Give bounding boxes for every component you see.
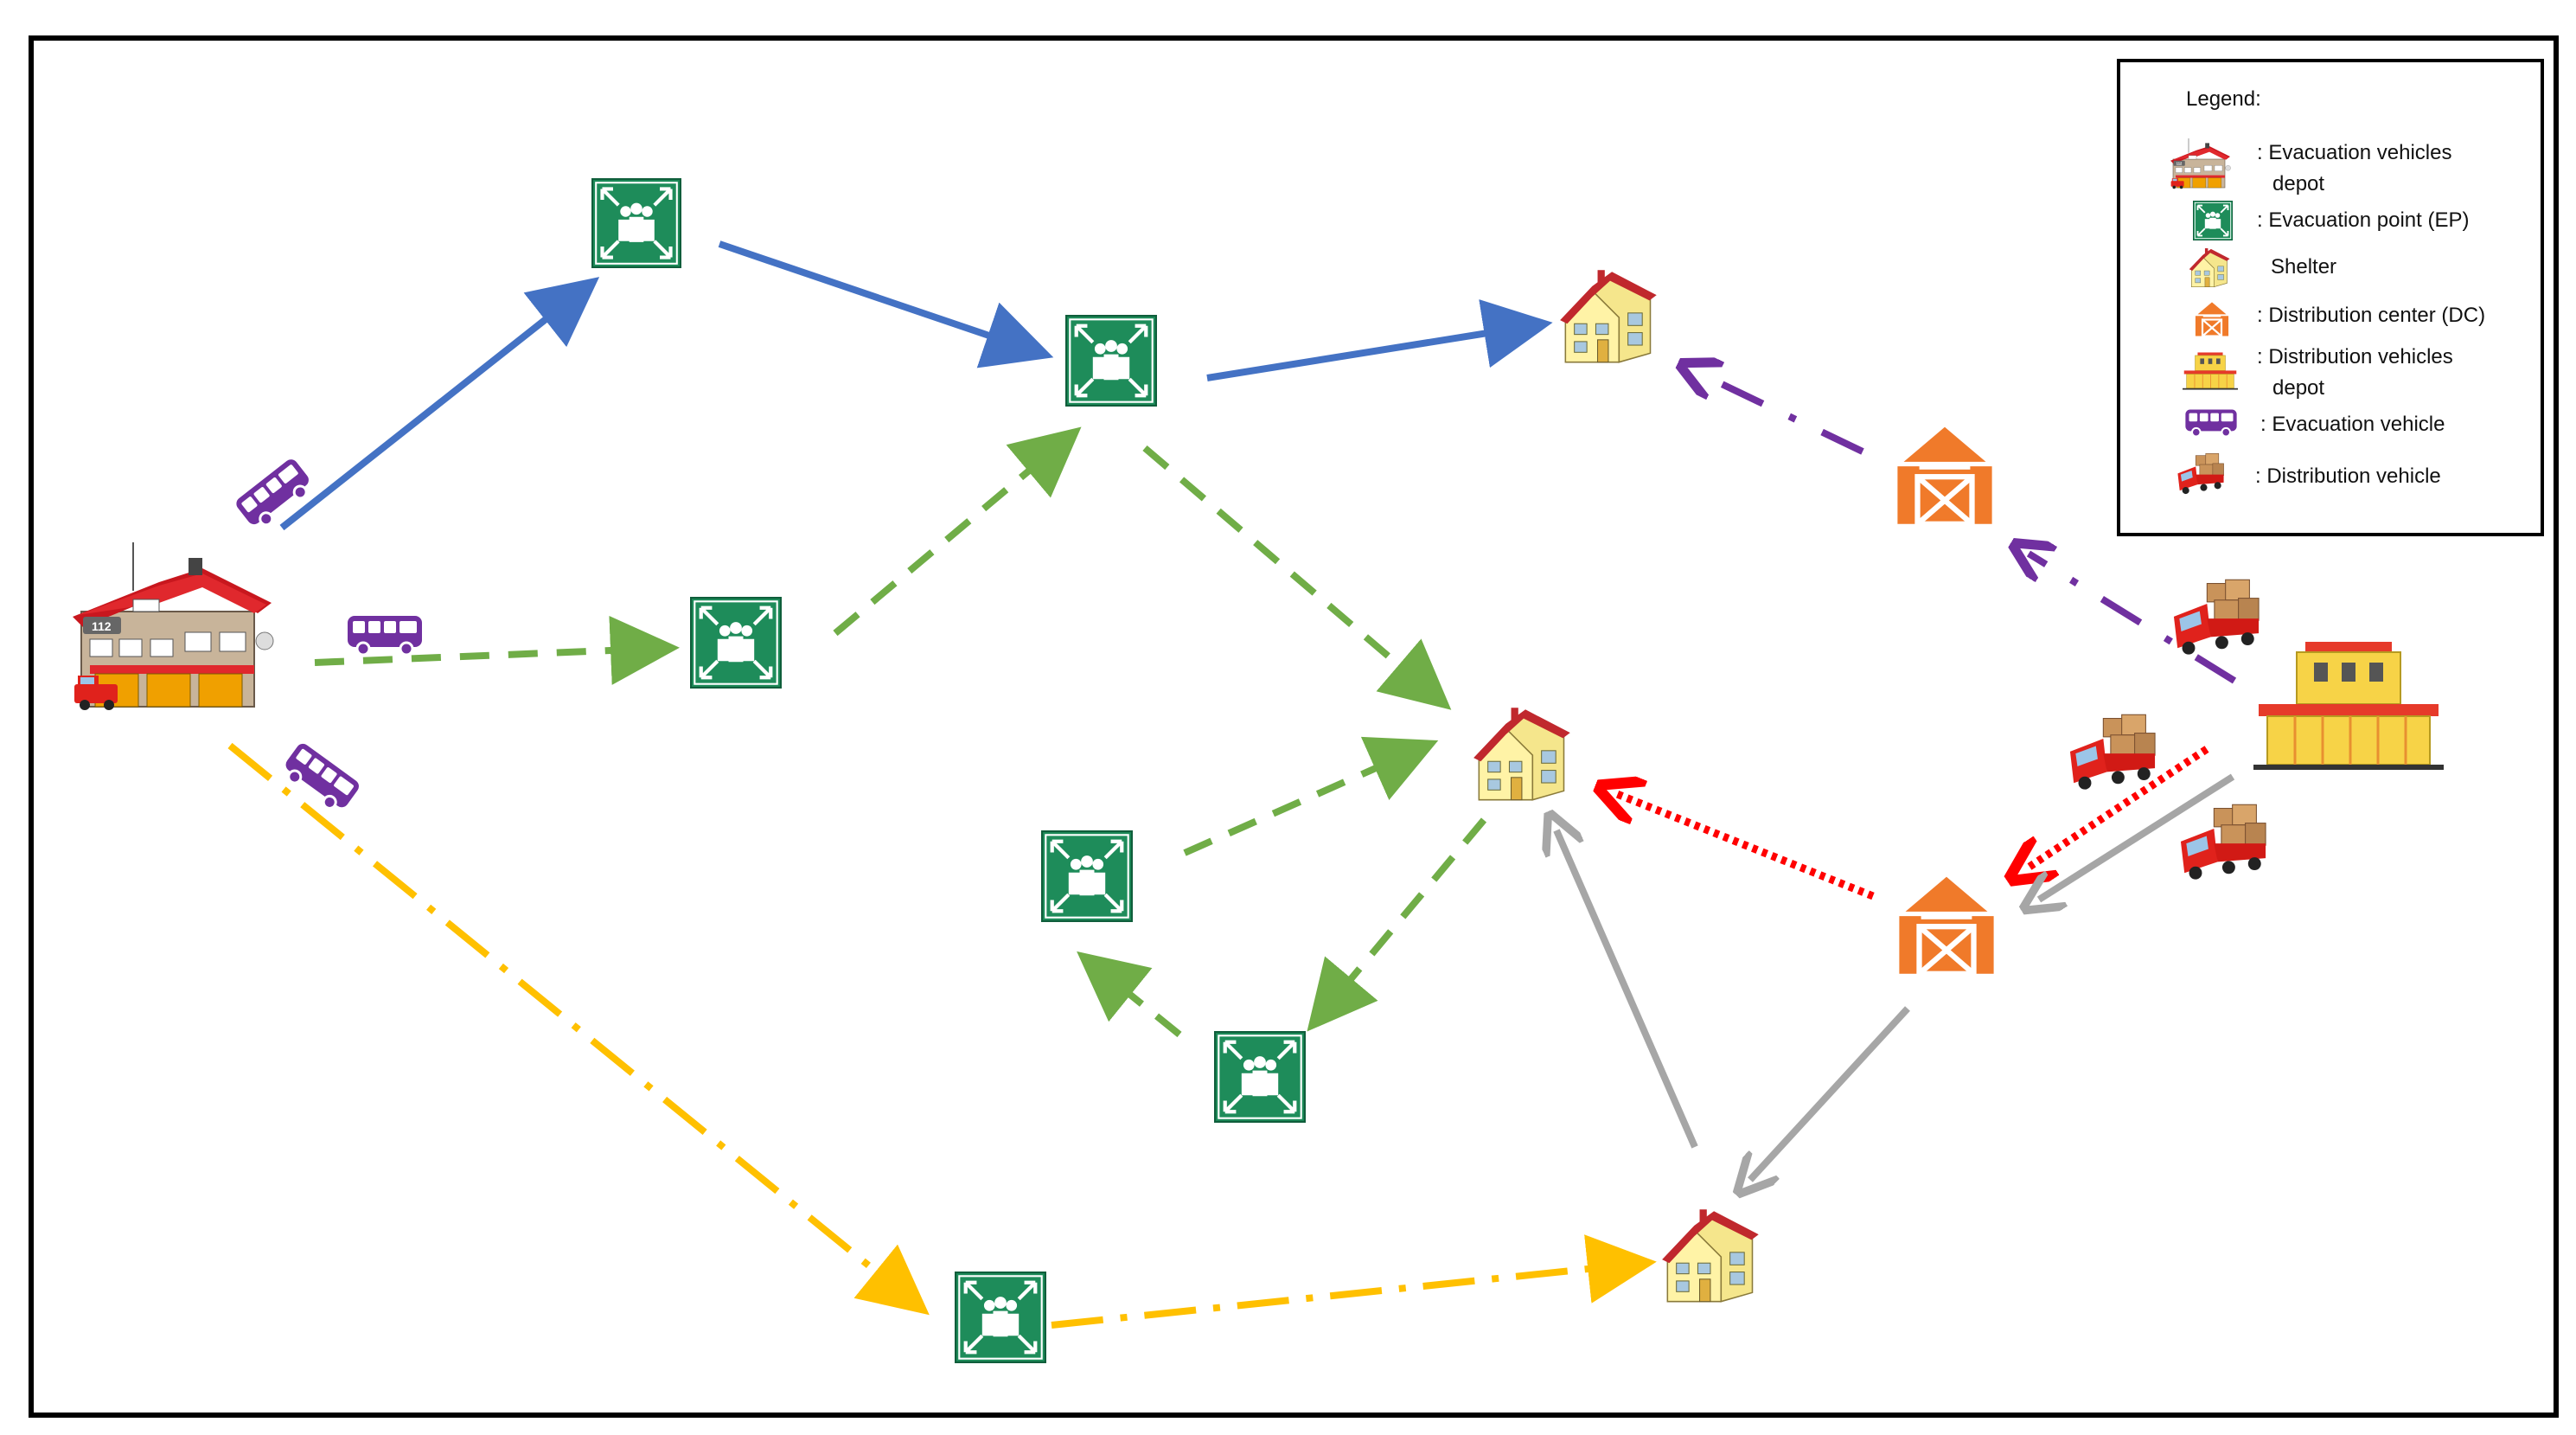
route-green-segment bbox=[833, 426, 1082, 637]
legend-label: depot bbox=[2272, 172, 2324, 195]
distribution-vehicle bbox=[2180, 804, 2266, 881]
evacuation-vehicle bbox=[346, 614, 424, 656]
route-yellow-segment bbox=[1051, 1234, 1657, 1329]
distribution-center-node bbox=[1899, 874, 1993, 974]
evacuation-depot-node bbox=[73, 541, 275, 712]
legend-label: : Distribution vehicles bbox=[2257, 345, 2453, 368]
route-gray-segment bbox=[1556, 830, 1698, 1149]
route-purple bbox=[1697, 372, 2237, 684]
route-gray-segment bbox=[2039, 773, 2235, 900]
legend-label: depot bbox=[2272, 376, 2324, 400]
evacuation-vehicle bbox=[232, 455, 318, 535]
route-green-segment bbox=[1077, 951, 1182, 1038]
route-green-segment bbox=[1183, 736, 1439, 856]
shelter-node bbox=[1473, 707, 1571, 801]
distribution-vehicle bbox=[2173, 579, 2260, 656]
route-purple-segment bbox=[2029, 554, 2237, 684]
route-green bbox=[314, 426, 1487, 1038]
distribution-vehicle bbox=[2069, 714, 2156, 791]
legend: Legend: : Evacuation vehicles depot : Ev… bbox=[2117, 59, 2544, 536]
route-yellow-segment bbox=[227, 742, 930, 1316]
shelter-node bbox=[1559, 269, 1658, 363]
evacuation-vehicle bbox=[277, 740, 363, 818]
assembly-point-icon bbox=[2193, 201, 2233, 240]
route-yellow bbox=[227, 742, 1657, 1329]
legend-label: Shelter bbox=[2271, 255, 2336, 279]
route-blue-segment bbox=[718, 240, 1054, 368]
legend-label: : Distribution vehicle bbox=[2255, 464, 2441, 488]
route-gray bbox=[1556, 773, 2235, 1180]
evacuation-point-node bbox=[691, 598, 781, 688]
legend-label: : Evacuation vehicles bbox=[2257, 141, 2451, 164]
legend-label: : Evacuation vehicle bbox=[2260, 413, 2445, 436]
diagram-frame bbox=[29, 35, 2559, 1418]
route-gray-segment bbox=[1750, 1006, 1910, 1180]
route-blue bbox=[279, 240, 1553, 531]
legend-title: Legend: bbox=[2186, 87, 2261, 111]
route-purple-segment bbox=[1697, 372, 1864, 455]
distribution-depot-node bbox=[2252, 640, 2445, 772]
route-red bbox=[1617, 746, 2209, 900]
evacuation-point-node bbox=[956, 1272, 1045, 1362]
evacuation-point-node bbox=[592, 179, 681, 267]
legend-label: : Evacuation point (EP) bbox=[2257, 208, 2469, 232]
route-red-segment bbox=[1617, 794, 1875, 900]
route-green-segment bbox=[1307, 817, 1487, 1032]
evacuation-point-node bbox=[1215, 1032, 1305, 1122]
route-blue-segment bbox=[1206, 299, 1553, 381]
route-blue-segment bbox=[279, 277, 600, 531]
route-red-segment bbox=[2027, 746, 2209, 868]
evacuation-point-node bbox=[1042, 831, 1132, 921]
route-green-segment bbox=[314, 616, 680, 685]
distribution-center-node bbox=[1897, 424, 1991, 524]
legend-box bbox=[2117, 59, 2544, 536]
evacuation-point-node bbox=[1066, 316, 1156, 406]
route-green-segment bbox=[1142, 445, 1452, 710]
shelter-node bbox=[1661, 1208, 1760, 1303]
legend-label: : Distribution center (DC) bbox=[2257, 304, 2485, 327]
